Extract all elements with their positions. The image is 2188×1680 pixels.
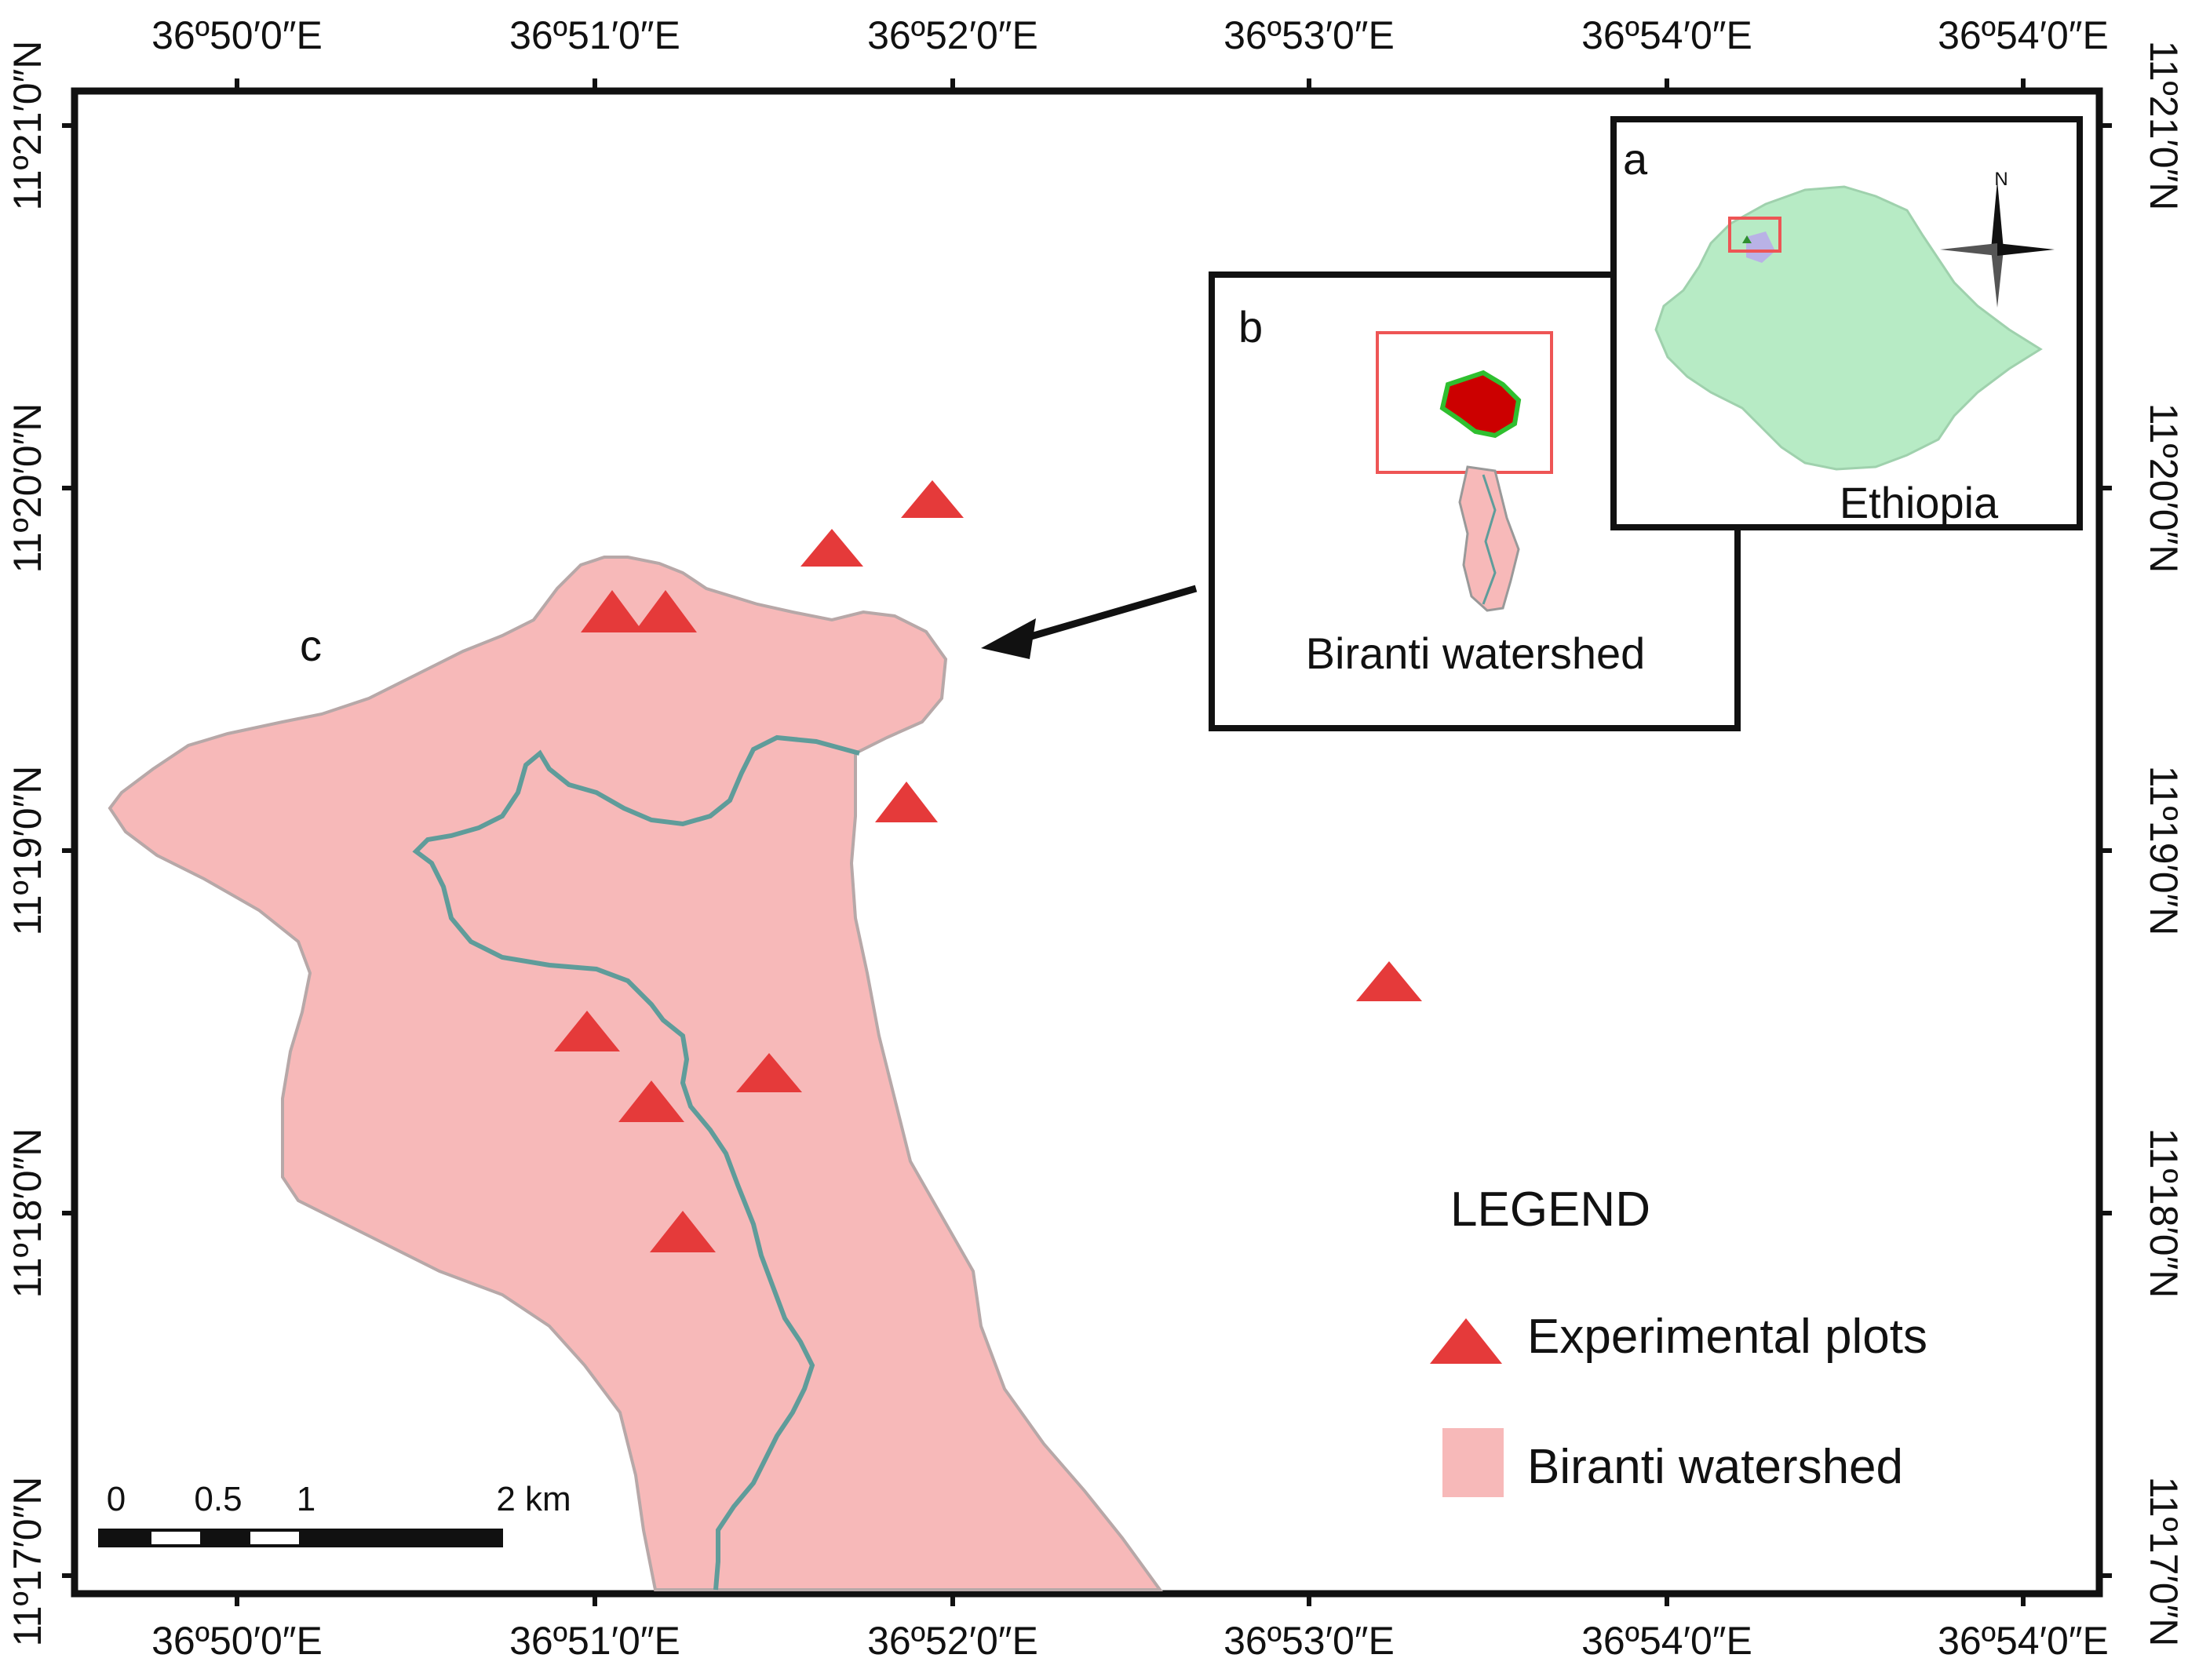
top-longitude-label: 36º52′0″E	[867, 13, 1038, 57]
bottom-longitude-label: 36º51′0″E	[509, 1619, 680, 1663]
biranti-watershed-polygon	[108, 556, 1163, 1591]
experimental-plot-marker	[800, 529, 863, 567]
experimental-plot-markers	[554, 480, 1422, 1252]
experimental-plot-marker	[736, 1053, 802, 1092]
pointer-arrow	[981, 585, 1198, 659]
scale-label-1: 1	[297, 1480, 315, 1518]
panel-c-label: c	[300, 621, 322, 670]
river-line	[412, 734, 860, 1591]
inset-a-highlight-box	[1728, 217, 1781, 253]
bottom-longitude-label: 36º50′0″E	[151, 1619, 323, 1663]
top-longitude-label: 36º53′0″E	[1223, 13, 1395, 57]
inset-a-country-locator: a Ethiopia N	[1610, 116, 2083, 530]
bottom-longitude-label: 36º54′0″E	[1938, 1619, 2109, 1663]
legend-item-experimental-plots: Experimental plots	[1527, 1310, 1927, 1364]
experimental-plot-marker	[901, 480, 964, 518]
experimental-plot-marker	[634, 590, 697, 632]
experimental-plot-marker	[875, 782, 938, 822]
left-latitude-label: 11º17′0″N	[5, 1477, 49, 1647]
top-longitude-label: 36º50′0″E	[151, 13, 323, 57]
inset-b-caption: Biranti watershed	[1306, 629, 1646, 678]
right-latitude-label: 11º20′0″N	[2142, 403, 2186, 574]
panel-b-label: b	[1238, 302, 1263, 352]
legend: LEGEND Experimental plots Biranti waters…	[1430, 1183, 1927, 1497]
right-latitude-label: 11º17′0″N	[2142, 1477, 2186, 1647]
legend-item-biranti-watershed: Biranti watershed	[1527, 1440, 1903, 1494]
north-arrow-icon: N	[1940, 169, 2055, 308]
experimental-plot-marker	[581, 590, 644, 632]
bottom-longitude-label: 36º54′0″E	[1581, 1619, 1752, 1663]
legend-watershed-swatch	[1442, 1428, 1504, 1497]
bottom-longitude-label: 36º52′0″E	[867, 1619, 1038, 1663]
left-latitude-label: 11º21′0″N	[5, 41, 49, 211]
panel-a-label: a	[1623, 134, 1648, 184]
inset-b-watershed-shape	[1458, 465, 1520, 612]
left-latitude-label: 11º19′0″N	[5, 766, 49, 936]
north-label: N	[1994, 169, 2007, 190]
experimental-plot-marker	[618, 1081, 684, 1122]
graticule-ticks	[62, 78, 2112, 1606]
right-latitude-label: 11º21′0″N	[2142, 41, 2186, 211]
bottom-longitude-label: 36º53′0″E	[1223, 1619, 1395, 1663]
experimental-plot-marker	[650, 1211, 716, 1252]
right-latitude-label: 11º18′0″N	[2142, 1128, 2186, 1299]
inset-b-land-use-patch	[1439, 370, 1522, 439]
scale-label-0-5: 0.5	[194, 1480, 242, 1518]
scale-label-2km: 2 km	[496, 1480, 571, 1518]
scale-label-0: 0	[107, 1480, 126, 1518]
legend-title: LEGEND	[1450, 1183, 1650, 1237]
inset-a-caption: Ethiopia	[1840, 478, 1999, 527]
left-latitude-label: 11º20′0″N	[5, 403, 49, 574]
left-latitude-label: 11º18′0″N	[5, 1128, 49, 1299]
right-latitude-label: 11º19′0″N	[2142, 766, 2186, 936]
experimental-plot-marker	[554, 1011, 620, 1051]
legend-plot-symbol-icon	[1430, 1318, 1502, 1364]
scale-bar: 0 0.5 1 2 km	[98, 1480, 571, 1547]
ethiopia-highlight-region	[1746, 231, 1775, 263]
inset-b-highlight-box	[1376, 331, 1553, 474]
top-longitude-label: 36º51′0″E	[509, 13, 680, 57]
experimental-plot-marker	[1356, 961, 1422, 1001]
top-longitude-label: 36º54′0″E	[1581, 13, 1752, 57]
top-longitude-label: 36º54′0″E	[1938, 13, 2109, 57]
